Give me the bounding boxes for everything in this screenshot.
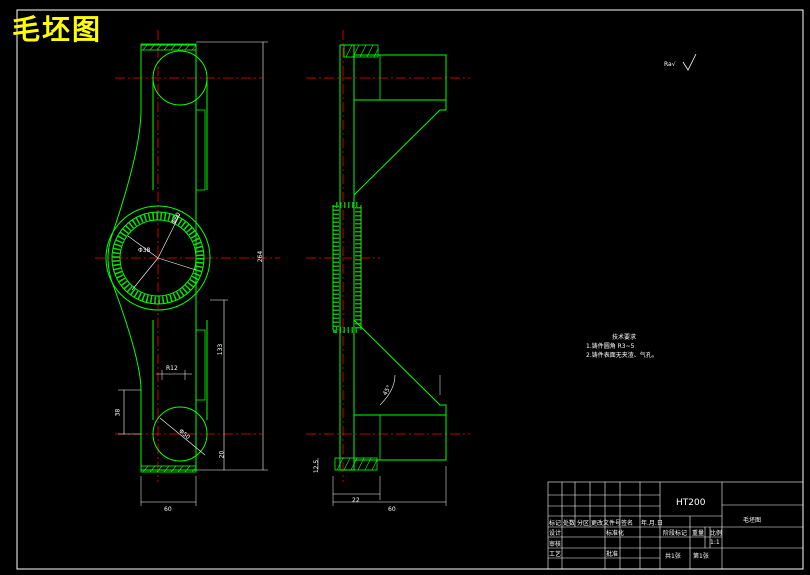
dim-small-radius: R12 xyxy=(166,365,178,372)
dim-width-left: 60 xyxy=(164,506,172,513)
dim-overall-height: 264 xyxy=(257,250,265,263)
drawing-title: 毛坯图 xyxy=(12,13,103,46)
roughness-label: Ra√ xyxy=(664,61,676,68)
tb-process: 工艺 xyxy=(549,551,562,558)
tb-review: 审核 xyxy=(549,541,562,548)
tb-scale: 比例 xyxy=(710,530,723,537)
tb-sheet-no: 第1张 xyxy=(693,553,709,560)
drawing-border xyxy=(16,9,804,570)
tb-approve: 批准 xyxy=(606,551,619,558)
dim-center-distance: 133 xyxy=(217,343,225,356)
tb-row-label-change: 更改文件号 xyxy=(591,520,622,527)
dim-side-small: 22 xyxy=(352,497,360,504)
front-view xyxy=(95,30,280,506)
side-view xyxy=(306,30,470,506)
tb-row-label-zone: 分区 xyxy=(577,520,590,527)
tb-scale-value: 1:1 xyxy=(710,539,720,546)
tech-requirement-item: 2.铸件表面无夹渣、气孔。 xyxy=(586,352,658,359)
tech-requirements-heading: 技术要求 xyxy=(612,334,637,341)
tb-weight: 重量 xyxy=(692,530,705,537)
dim-left-height: 12.5 xyxy=(313,459,321,474)
roughness-symbol-mark xyxy=(682,53,697,71)
tb-row-label-date: 年.月.日 xyxy=(641,520,663,527)
tb-row-label-mark: 标记 xyxy=(549,520,562,527)
tech-requirement-item: 1.铸件圆角 R3~5 xyxy=(586,343,635,350)
tb-sheets: 共1张 xyxy=(665,553,681,560)
material-label: HT200 xyxy=(676,498,706,508)
dim-gap: 20 xyxy=(218,450,226,459)
tb-row-label-count: 处数 xyxy=(563,520,576,527)
dim-mid-inner-diameter: Φ38 xyxy=(138,247,151,254)
tb-design: 设计 xyxy=(549,530,562,537)
tb-row-label-sign: 签名 xyxy=(621,520,634,527)
dim-side-width: 60 xyxy=(388,506,396,513)
title-block xyxy=(547,481,804,570)
dim-depth: 38 xyxy=(114,408,122,417)
part-name: 毛坯图 xyxy=(743,517,762,524)
tb-stage: 阶段标记 xyxy=(663,530,688,537)
tb-standardization: 标准化 xyxy=(606,530,625,537)
